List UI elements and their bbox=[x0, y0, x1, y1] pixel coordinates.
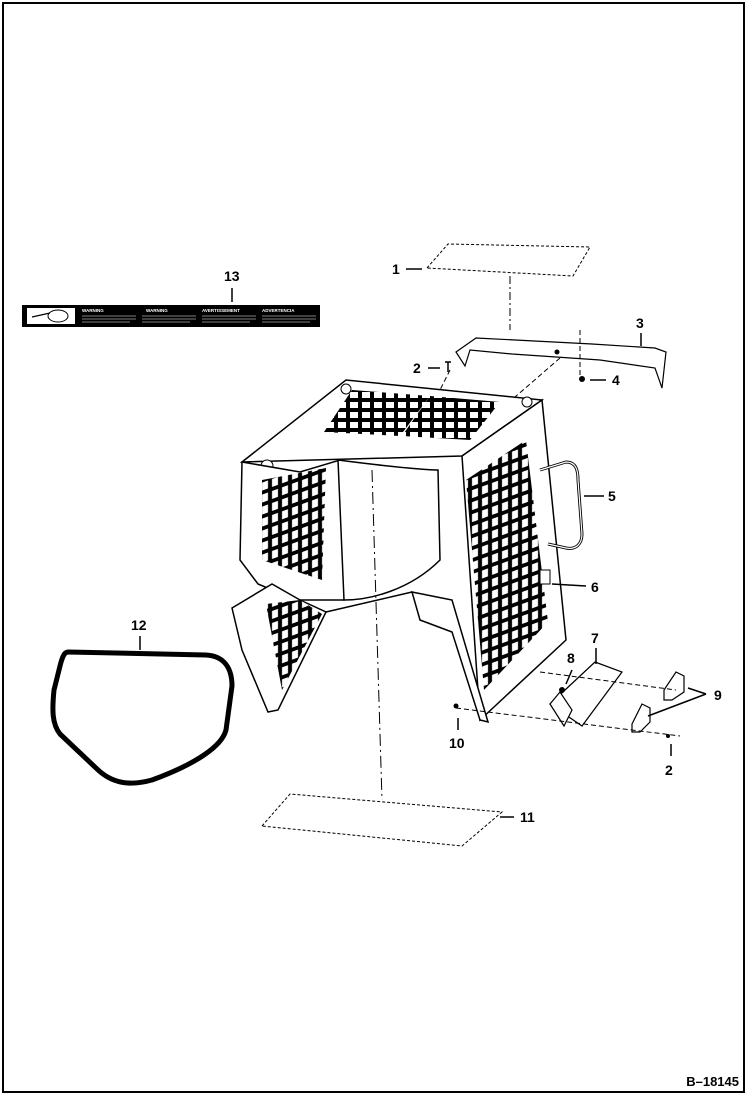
callout-7: 7 bbox=[591, 630, 599, 646]
leader-lines-lower bbox=[455, 671, 681, 737]
warning-decal: WARNING WARNING AVERTISSEMENT ADVERTENCI… bbox=[22, 288, 320, 327]
callout-12: 12 bbox=[131, 617, 147, 633]
decal-word-1: WARNING bbox=[82, 308, 104, 313]
grab-handle bbox=[539, 460, 584, 550]
door-seal bbox=[50, 636, 235, 786]
callout-3: 3 bbox=[636, 315, 644, 331]
callout-2a: 2 bbox=[413, 360, 421, 376]
bolt-2b bbox=[666, 734, 670, 738]
rear-bracket bbox=[455, 337, 667, 389]
nut-10 bbox=[453, 703, 459, 709]
callouts: 1 2 2 3 4 5 6 7 8 9 10 11 12 13 bbox=[131, 261, 722, 825]
callout-1: 1 bbox=[392, 261, 400, 277]
callout-8: 8 bbox=[567, 650, 575, 666]
decal-word-3: AVERTISSEMENT bbox=[202, 308, 240, 313]
callout-6: 6 bbox=[591, 579, 599, 595]
decal-word-2: WARNING bbox=[146, 308, 168, 313]
callout-leaders bbox=[406, 268, 707, 818]
step-plate bbox=[549, 661, 623, 728]
nut bbox=[579, 376, 585, 382]
handle-clip bbox=[539, 569, 551, 585]
callout-9: 9 bbox=[714, 687, 722, 703]
bracket-9 bbox=[631, 671, 685, 733]
callout-2b: 2 bbox=[665, 762, 673, 778]
top-pad bbox=[425, 243, 591, 330]
callout-13: 13 bbox=[224, 268, 240, 284]
bolt bbox=[445, 361, 451, 372]
nut-8 bbox=[559, 687, 565, 693]
document-id: B–18145 bbox=[686, 1074, 739, 1089]
cab-guard bbox=[231, 379, 567, 801]
callout-5: 5 bbox=[608, 488, 616, 504]
floor-mat bbox=[260, 793, 504, 847]
callout-4: 4 bbox=[612, 372, 620, 388]
callout-10: 10 bbox=[449, 735, 465, 751]
callout-11: 11 bbox=[520, 809, 535, 825]
decal-word-4: ADVERTENCIA bbox=[262, 308, 295, 313]
